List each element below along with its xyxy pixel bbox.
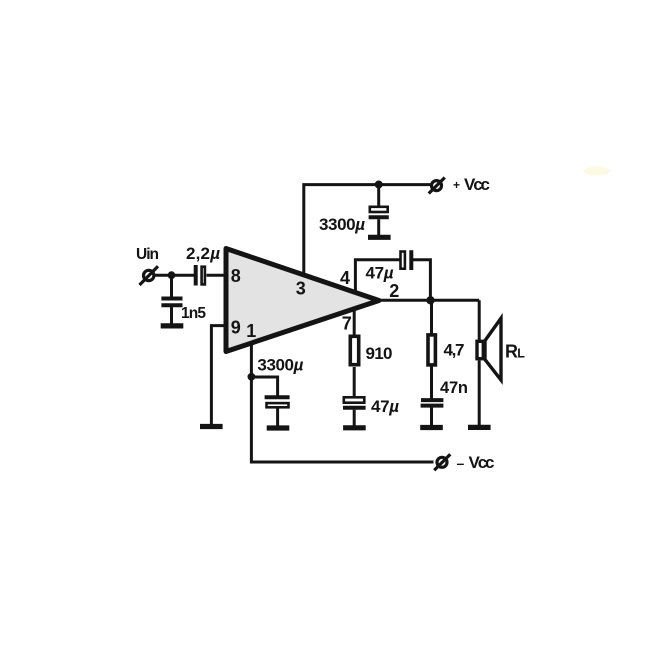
svg-text:1: 1 — [246, 321, 256, 341]
svg-text:R: R — [505, 342, 518, 362]
svg-text:L: L — [517, 347, 525, 361]
svg-text:4: 4 — [340, 268, 350, 288]
svg-text:47µ: 47µ — [366, 264, 394, 283]
svg-text:47n: 47n — [440, 379, 468, 397]
svg-text:2,2µ: 2,2µ — [186, 244, 220, 263]
svg-text:+: + — [453, 178, 460, 192]
svg-text:3300µ: 3300µ — [257, 356, 303, 375]
svg-text:–: – — [457, 455, 465, 471]
svg-text:3: 3 — [296, 279, 306, 299]
svg-text:Vcc: Vcc — [464, 175, 490, 194]
svg-text:2: 2 — [389, 281, 399, 301]
svg-text:Uin: Uin — [136, 246, 159, 263]
svg-text:47µ: 47µ — [371, 397, 399, 416]
svg-text:3300µ: 3300µ — [319, 215, 365, 234]
svg-text:8: 8 — [231, 266, 241, 286]
svg-text:7: 7 — [342, 314, 352, 334]
svg-text:1n5: 1n5 — [181, 305, 206, 322]
svg-text:4,7: 4,7 — [444, 341, 465, 360]
svg-text:9: 9 — [231, 317, 241, 337]
svg-text:910: 910 — [366, 344, 393, 363]
svg-text:Vcc: Vcc — [469, 453, 495, 472]
